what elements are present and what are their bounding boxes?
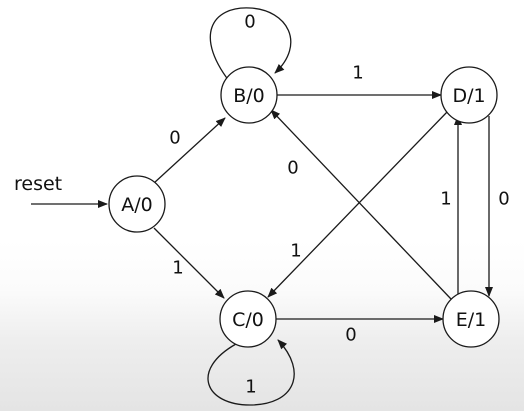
edge-a-to-b	[153, 117, 226, 184]
state-d: D/1	[440, 66, 498, 124]
state-e-circle	[442, 290, 500, 348]
state-a: A/0	[108, 175, 166, 233]
edge-label-c-self: 1	[245, 377, 256, 398]
edge-label-a-to-b: 0	[169, 128, 180, 149]
state-b: B/0	[220, 66, 278, 124]
reset-label: reset	[14, 173, 62, 195]
edge-label-b-self: 0	[244, 12, 255, 33]
state-a-label: A/0	[121, 194, 153, 216]
state-a-circle	[108, 175, 166, 233]
state-c-circle	[219, 290, 277, 348]
edge-label-a-to-c: 1	[172, 258, 183, 279]
state-c-label: C/0	[232, 309, 264, 331]
edge-e-to-b	[270, 109, 452, 300]
state-e: E/1	[442, 290, 500, 348]
edge-d-to-c	[267, 110, 449, 298]
state-d-circle	[440, 66, 498, 124]
state-d-label: D/1	[452, 85, 485, 107]
edge-label-e-to-d: 1	[440, 189, 451, 210]
edge-label-d-to-c: 1	[290, 241, 301, 262]
state-e-label: E/1	[456, 309, 487, 331]
state-c: C/0	[219, 290, 277, 348]
edge-a-to-c	[153, 227, 225, 299]
edge-b-self-loop	[209, 7, 292, 87]
state-b-label: B/0	[233, 85, 265, 107]
edge-label-d-to-e: 0	[498, 189, 509, 210]
edge-label-e-to-b: 0	[287, 158, 298, 179]
edge-c-self-loop	[207, 339, 295, 406]
edge-label-b-to-d: 1	[352, 63, 363, 84]
edge-label-c-to-e: 0	[345, 325, 356, 346]
state-b-circle	[220, 66, 278, 124]
